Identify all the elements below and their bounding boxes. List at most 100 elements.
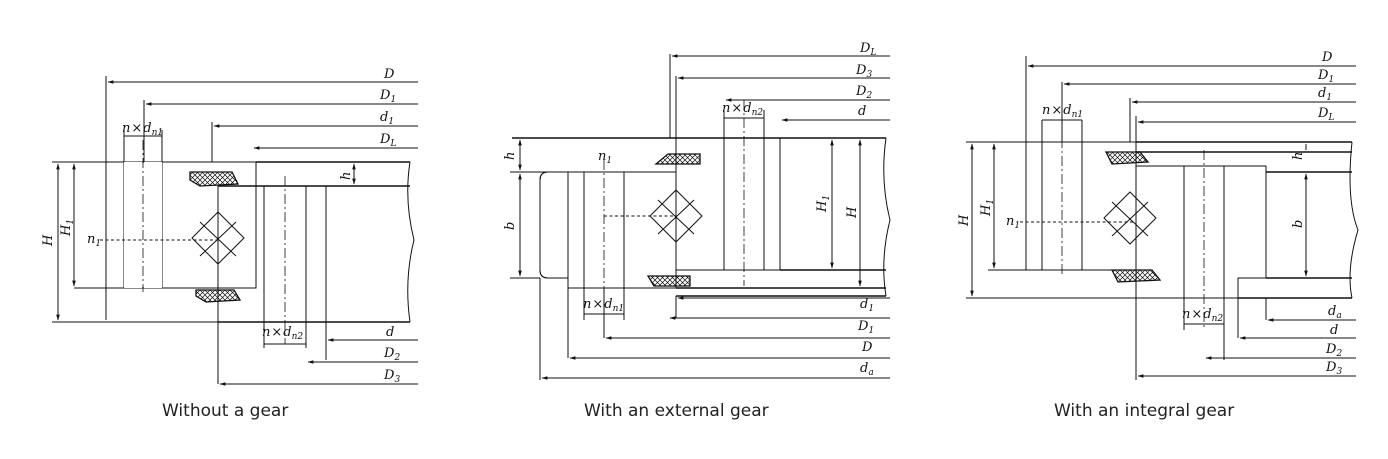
svg-text:n1: n1 — [598, 149, 612, 166]
svg-text:d: d — [386, 325, 394, 340]
svg-text:h: h — [339, 172, 354, 180]
dim-label-D1: D — [857, 319, 869, 334]
dim-label-ndn2: n — [262, 325, 270, 340]
dim-label-d: d — [1330, 323, 1338, 338]
dim-label-D: D — [1321, 50, 1333, 65]
dim-label-D2: D — [383, 346, 395, 361]
gear-ring-section — [539, 171, 677, 289]
svg-text:h: h — [503, 152, 518, 160]
svg-text:n1: n1 — [1006, 214, 1020, 231]
dim-label-b: b — [1291, 220, 1306, 228]
dim-label-D2: D — [1325, 342, 1337, 357]
svg-text:n×dn1: n×dn1 — [583, 297, 624, 314]
dim-label-ndn1: n — [122, 121, 130, 136]
dim-label-H: H — [41, 234, 56, 247]
svg-text:D3: D3 — [1325, 360, 1342, 377]
svg-text:d1: d1 — [860, 297, 874, 314]
dim-label-d1: d — [860, 297, 868, 312]
dim-label-ndn2: n — [1182, 307, 1190, 322]
svg-text:H: H — [41, 234, 56, 247]
svg-text:D2: D2 — [855, 84, 872, 101]
svg-text:H1: H1 — [815, 195, 832, 213]
caption-without-gear: Without a gear — [162, 401, 288, 421]
seal-icon — [1104, 151, 1162, 283]
dim-label-h: h — [1291, 152, 1306, 160]
svg-text:H: H — [845, 206, 860, 219]
svg-text:n×dn1: n×dn1 — [122, 121, 163, 138]
caption-integral-gear: With an integral gear — [1054, 401, 1234, 421]
dim-label-ndn1: n — [583, 297, 591, 312]
dim-label-D1: D — [379, 88, 391, 103]
dim-label-d1: d — [1318, 86, 1326, 101]
svg-text:n×dn1: n×dn1 — [1042, 103, 1083, 120]
svg-text:n×dn2: n×dn2 — [722, 101, 763, 118]
dim-label-D: D — [383, 67, 395, 82]
svg-text:h: h — [1291, 152, 1306, 160]
dim-label-H1: H — [815, 200, 830, 213]
dim-label-D2: D — [855, 84, 867, 99]
svg-text:D1: D1 — [379, 88, 396, 105]
svg-text:D3: D3 — [383, 368, 400, 385]
dim-label-DL: D — [379, 132, 391, 147]
svg-text:DL: DL — [379, 132, 396, 149]
dim-label-DL: D — [1317, 106, 1329, 121]
svg-text:d1: d1 — [380, 110, 394, 127]
dim-label-d: d — [386, 325, 394, 340]
dim-label-h: h — [339, 172, 354, 180]
panel-without-gear: D D1 d1 DL d D2 D3 H H1 h n1 n×dn1 n×dn2… — [41, 67, 418, 421]
svg-text:DL: DL — [1317, 106, 1334, 123]
dim-label-ndn2: n — [722, 101, 730, 116]
panel-external-gear: DL D3 D2 d h b H1 H n1 d1 D1 D da n×dn1 … — [503, 41, 891, 421]
svg-text:H1: H1 — [59, 219, 76, 237]
svg-text:D1: D1 — [857, 319, 874, 336]
svg-text:b: b — [503, 222, 518, 230]
dim-label-h: h — [503, 152, 518, 160]
svg-text:da: da — [1328, 304, 1342, 321]
dim-label-DL: D — [859, 41, 871, 56]
svg-text:D1: D1 — [1317, 68, 1334, 85]
dim-label-D3: D — [855, 63, 867, 78]
roller-cross — [191, 211, 245, 265]
dim-label-da: d — [860, 361, 868, 376]
dim-label-H1: H — [59, 224, 74, 237]
dim-label-n1: n — [1006, 214, 1014, 229]
dim-label-da: d — [1328, 304, 1336, 319]
roller-cross — [649, 189, 703, 243]
svg-text:D2: D2 — [383, 346, 400, 363]
dim-label-b: b — [503, 222, 518, 230]
svg-text:D: D — [383, 67, 395, 82]
panel-integral-gear: D D1 d1 DL h H H1 b n1 da d D2 D3 n×dn1 … — [957, 50, 1359, 421]
svg-text:DL: DL — [859, 41, 876, 58]
dim-label-ndn1: n — [1042, 103, 1050, 118]
svg-text:D3: D3 — [855, 63, 872, 80]
svg-text:d: d — [858, 104, 866, 119]
dim-label-D3: D — [383, 368, 395, 383]
dim-label-n1: n — [598, 149, 606, 164]
svg-text:D: D — [1321, 50, 1333, 65]
dim-label-H: H — [845, 206, 860, 219]
svg-text:D: D — [861, 340, 873, 355]
svg-text:d: d — [1330, 323, 1338, 338]
seal-icon — [189, 171, 242, 303]
svg-text:da: da — [860, 361, 874, 378]
svg-text:H1: H1 — [979, 199, 996, 217]
svg-text:H: H — [957, 214, 972, 227]
dim-label-D: D — [861, 340, 873, 355]
seal-icon — [646, 153, 701, 287]
svg-text:b: b — [1291, 220, 1306, 228]
dim-label-H1: H — [979, 204, 994, 217]
svg-text:d1: d1 — [1318, 86, 1332, 103]
outer-ring-section — [105, 161, 257, 289]
svg-text:D2: D2 — [1325, 342, 1342, 359]
svg-text:n×dn2: n×dn2 — [262, 325, 303, 342]
roller-cross — [1103, 191, 1157, 245]
dim-label-d1: d — [380, 110, 388, 125]
dim-label-D1: D — [1317, 68, 1329, 83]
dim-label-D3: D — [1325, 360, 1337, 375]
svg-text:n×dn2: n×dn2 — [1182, 307, 1223, 324]
dim-label-d: d — [858, 104, 866, 119]
dim-label-n1: n — [87, 232, 95, 247]
caption-external-gear: With an external gear — [584, 401, 769, 421]
svg-text:n1: n1 — [87, 232, 101, 249]
